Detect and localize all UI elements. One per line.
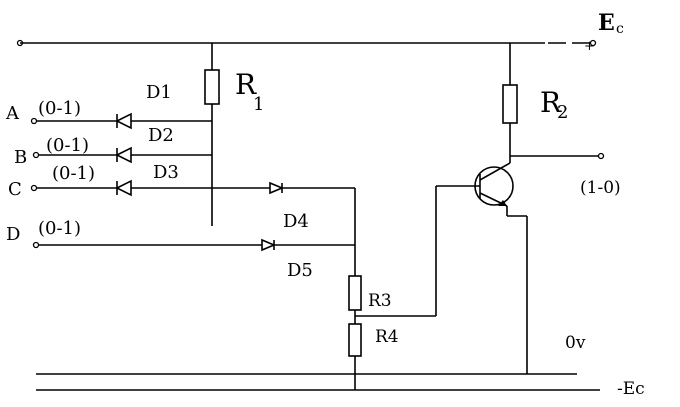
r3-label: R3 — [368, 291, 392, 311]
input-d-line — [32, 238, 355, 252]
d1-label: D1 — [146, 82, 172, 103]
resistor-r3 — [348, 275, 362, 311]
input-c-name: C — [8, 179, 22, 200]
supply-neg-label: -Ec — [617, 379, 645, 399]
r1-subscript: 1 — [253, 94, 264, 115]
resistor-r4 — [348, 323, 362, 357]
input-c-level: (0-1) — [52, 163, 95, 184]
output-stage — [435, 43, 605, 374]
input-c-line — [30, 179, 355, 197]
output-level-label: (1-0) — [580, 178, 621, 198]
input-b-name: B — [14, 147, 27, 168]
supply-rail-positive — [16, 39, 597, 47]
ground-label: 0v — [565, 333, 586, 353]
input-d-level: (0-1) — [38, 218, 81, 239]
input-b-line — [32, 146, 212, 164]
diode-d3 — [115, 179, 132, 197]
r2-label: R — [540, 86, 562, 119]
divider-branch — [348, 188, 436, 390]
resistor-r2 — [502, 84, 518, 124]
resistor-r1 — [204, 69, 220, 105]
d2-label: D2 — [148, 125, 174, 146]
supply-pos-label: E — [598, 10, 615, 36]
r1-label: R — [235, 68, 257, 101]
input-a-level: (0-1) — [38, 98, 81, 119]
r2-subscript: 2 — [557, 102, 568, 123]
input-a-line — [30, 112, 212, 130]
input-d-name: D — [6, 224, 20, 245]
supply-pos-sign: + — [584, 39, 595, 54]
supply-pos-subscript: c — [616, 21, 624, 37]
bottom-rails — [36, 373, 600, 391]
diode-d5 — [261, 238, 277, 252]
diode-d1 — [115, 112, 132, 130]
input-b-level: (0-1) — [46, 135, 89, 156]
input-a-name: A — [5, 103, 20, 124]
d5-label: D5 — [287, 260, 313, 281]
diode-d4 — [269, 181, 285, 195]
r4-label: R4 — [375, 327, 399, 347]
diode-d2 — [115, 146, 132, 164]
d3-label: D3 — [153, 162, 179, 183]
r1-branch — [204, 43, 220, 226]
d4-label: D4 — [283, 211, 309, 232]
